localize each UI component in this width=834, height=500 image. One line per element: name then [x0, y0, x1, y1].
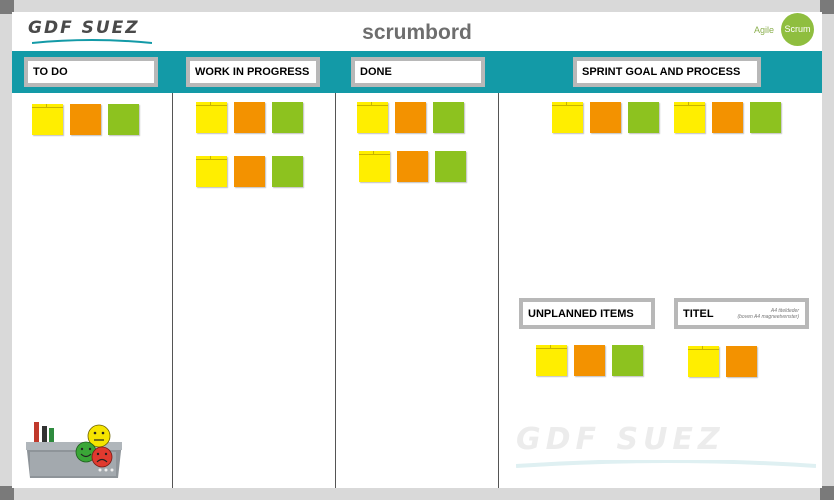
unplanned-items-header: UNPLANNED ITEMS	[519, 298, 655, 329]
titel-header: TITEL	[674, 298, 809, 329]
column-header-label: TO DO	[28, 61, 154, 83]
logo-swoosh-icon	[32, 39, 152, 44]
sticky-note-green[interactable]	[628, 102, 659, 133]
red-marker-icon[interactable]	[34, 422, 39, 446]
scrum-board: GDF SUEZ scrumbord Agile Scrum TO DO WOR…	[12, 12, 822, 488]
sticky-note-yellow[interactable]	[552, 102, 583, 133]
sticky-note-yellow[interactable]	[688, 346, 719, 377]
green-marker-icon[interactable]	[49, 428, 54, 448]
black-marker-icon[interactable]	[42, 426, 47, 448]
column-header-todo: TO DO	[24, 57, 158, 87]
sticky-note-green[interactable]	[272, 102, 303, 133]
sticky-note-orange[interactable]	[395, 102, 426, 133]
sticky-note-orange[interactable]	[712, 102, 743, 133]
sticky-note-orange[interactable]	[574, 345, 605, 376]
smiley-neutral-icon[interactable]	[87, 424, 111, 448]
sticky-note-yellow[interactable]	[196, 102, 227, 133]
agile-scrum-badge: Agile Scrum	[754, 13, 818, 47]
board-corner-tr	[820, 0, 834, 14]
column-divider	[172, 93, 173, 488]
board-corner-bl	[0, 486, 14, 500]
sticky-note-green[interactable]	[612, 345, 643, 376]
sticky-note-green[interactable]	[108, 104, 139, 135]
column-header-wip: WORK IN PROGRESS	[186, 57, 320, 87]
titel-note-line2: (boven A4 magneetvenster)	[737, 314, 799, 320]
sticky-note-green[interactable]	[435, 151, 466, 182]
titel-note-line1: A4 titeldeder	[770, 308, 799, 314]
board-corner-tl	[0, 0, 14, 14]
column-header-label: DONE	[355, 61, 481, 83]
sticky-note-orange[interactable]	[397, 151, 428, 182]
sticky-note-yellow[interactable]	[32, 104, 63, 135]
gdf-suez-watermark: GDF SUEZ	[516, 422, 816, 472]
marker-holder-icon[interactable]	[22, 420, 124, 480]
logo-text: GDF SUEZ	[28, 18, 140, 38]
sticky-note-green[interactable]	[433, 102, 464, 133]
titel-label: TITEL	[678, 302, 805, 325]
sticky-note-orange[interactable]	[234, 102, 265, 133]
board-title: scrumbord	[362, 21, 472, 44]
watermark-text: GDF SUEZ	[516, 422, 725, 457]
sticky-note-yellow[interactable]	[359, 151, 390, 182]
sticky-note-orange[interactable]	[234, 156, 265, 187]
board-corner-br	[820, 486, 834, 500]
sticky-note-green[interactable]	[750, 102, 781, 133]
column-header-sprint-goal: SPRINT GOAL AND PROCESS	[573, 57, 761, 87]
column-header-done: DONE	[351, 57, 485, 87]
smiley-sad-icon[interactable]	[91, 446, 113, 468]
column-divider	[498, 93, 499, 488]
sticky-note-orange[interactable]	[726, 346, 757, 377]
agile-word: Agile	[754, 25, 775, 35]
sticky-note-yellow[interactable]	[196, 156, 227, 187]
column-header-label: WORK IN PROGRESS	[190, 61, 316, 83]
column-divider	[335, 93, 336, 488]
column-header-label: SPRINT GOAL AND PROCESS	[577, 61, 757, 83]
watermark-swoosh-icon	[516, 460, 816, 468]
sticky-note-yellow[interactable]	[674, 102, 705, 133]
sticky-note-green[interactable]	[272, 156, 303, 187]
sticky-note-orange[interactable]	[70, 104, 101, 135]
gdf-suez-logo: GDF SUEZ	[28, 18, 158, 46]
scrum-circle: Scrum	[781, 13, 814, 46]
unplanned-items-label: UNPLANNED ITEMS	[523, 302, 651, 325]
sticky-note-yellow[interactable]	[357, 102, 388, 133]
sticky-note-orange[interactable]	[590, 102, 621, 133]
sticky-note-yellow[interactable]	[536, 345, 567, 376]
smiley-happy-icon[interactable]	[75, 441, 97, 463]
